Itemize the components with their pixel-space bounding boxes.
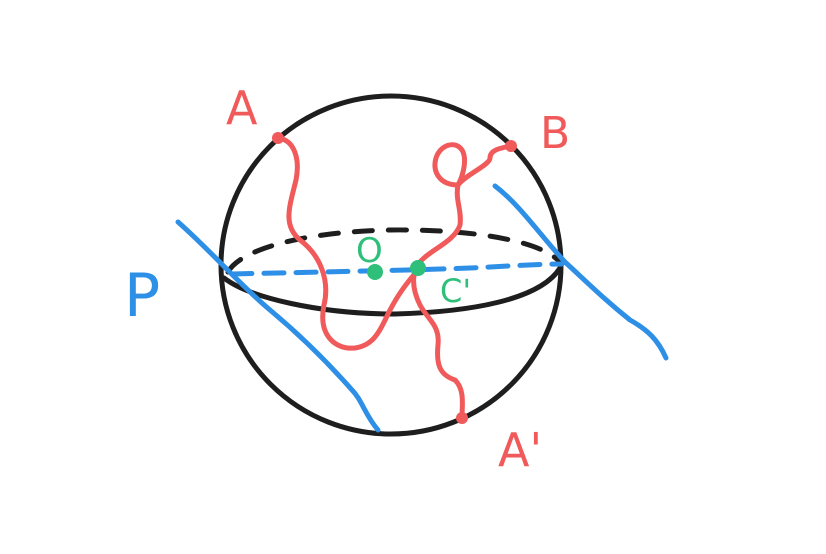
point-a-dot (272, 132, 284, 144)
label-a: A (226, 81, 258, 135)
center-o-dot (367, 264, 383, 280)
point-b-dot (505, 140, 517, 152)
equator-front-solid (221, 265, 563, 317)
equator-back-dashed (225, 227, 563, 275)
label-center-o: O (356, 231, 383, 271)
label-plane-p: P (124, 261, 160, 331)
path-from-a (275, 135, 421, 351)
path-loop-near-b (432, 142, 467, 188)
plane-p-right-line (492, 183, 669, 361)
plane-p-left-line (175, 219, 381, 433)
label-c-prime: C' (440, 272, 471, 310)
path-from-b (411, 143, 514, 421)
plane-p-dashed-line (229, 261, 565, 277)
point-a-prime-dot (456, 412, 468, 424)
label-b: B (540, 108, 570, 159)
point-c-prime-dot (410, 260, 426, 276)
label-a-prime: A' (498, 423, 542, 477)
